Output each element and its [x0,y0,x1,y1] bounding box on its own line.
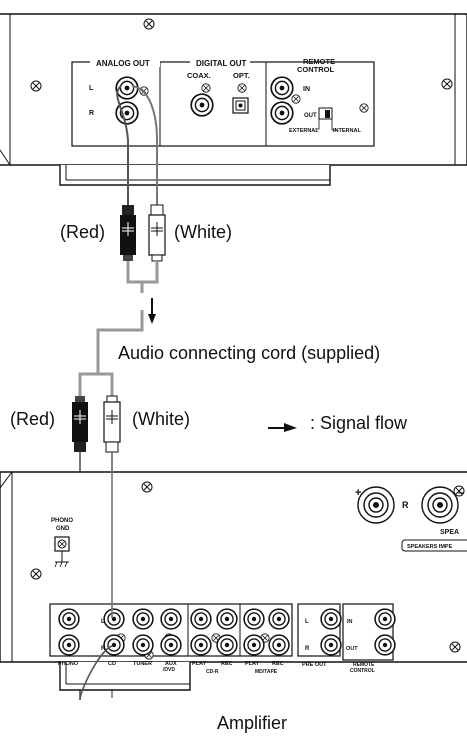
screw-icon [143,18,155,30]
tuner-l-jack [132,608,154,630]
md-rec-r-jack [268,634,290,656]
amp-r-label: R [101,646,106,652]
tuner-label: TUNER [133,661,152,667]
remote-in-label: IN [303,86,310,93]
amplifier: PHONO GND + R – SPEA SPEAKERS IMPE [0,471,467,691]
cdr-play-label: PLAY [192,661,206,667]
cdr-rec-l-jack [216,608,238,630]
player-r-label: R [89,110,94,117]
coax-jack [190,93,214,117]
aux-r-jack [160,634,182,656]
pre-out-r-label: R [305,646,310,652]
amp-l-label: L [101,619,105,625]
phono-r-jack [58,634,80,656]
amp-remote-label-1: REMOTE [353,662,375,668]
aux-label-1: AUX [165,661,177,667]
external-internal-switch [316,107,337,131]
md-rec-l-jack [268,608,290,630]
red-label-top: (Red) [60,222,106,242]
md-play-label: PLAY [245,661,259,667]
phono-label: PHONO [58,661,79,667]
coax-label: COAX. [187,71,211,80]
external-label: EXTERNAL [289,128,319,134]
md-rec-label: REC [272,661,284,667]
ground-icon [54,551,69,568]
phono-l-jack [58,608,80,630]
remote-out-jack [270,101,294,125]
remote-in-jack [270,76,294,100]
amplifier-label: Amplifier [217,713,288,733]
pre-out-l-label: L [305,619,309,625]
remote-control-label-2: CONTROL [297,65,334,74]
red-plug-top [120,205,136,261]
amp-remote-in-jack [374,608,396,630]
white-label-bottom: (White) [132,409,190,429]
amp-remote-out-label: OUT [346,646,358,652]
optical-jack [232,97,249,114]
tuner-r-jack [132,634,154,656]
md-play-r-jack [243,634,265,656]
digital-out-label: DIGITAL OUT [196,59,246,68]
speakers-impedance-box [401,539,467,552]
phono-gnd-terminal [54,536,70,552]
phono-gnd-label-1: PHONO [51,518,73,524]
signal-flow-label: : Signal flow [310,413,408,433]
amp-remote-out-jack [374,634,396,656]
signal-flow-arrow-icon [148,298,156,324]
screw-icon [237,83,247,93]
amp-remote-label-2: CONTROL [350,668,375,674]
aux-label-2: /DVD [163,667,175,673]
screw-icon [291,94,301,104]
analog-out-label: ANALOG OUT [96,59,150,68]
screw-icon [141,481,153,493]
screw-icon [201,83,211,93]
pre-out-r-jack [320,634,342,656]
phono-gnd-label-2: GND [56,526,70,532]
aux-l-jack [160,608,182,630]
internal-label: INTERNAL [333,128,361,134]
screw-icon [30,568,42,580]
screw-icon [359,103,369,113]
speaker-terminal-plus [357,486,395,524]
cd-player: ANALOG OUT L R DIGITAL OUT COAX. OPT. RE… [0,13,467,186]
screw-icon [449,641,461,653]
screw-icon [441,78,453,90]
speakers-label: SPEA [440,529,459,536]
speaker-terminal-minus [421,486,459,524]
signal-flow-legend-arrow-icon [268,423,297,432]
cd-r-label: CD-R [206,669,219,675]
amp-remote-in-label: IN [347,619,353,625]
pre-out-label: PRE OUT [302,662,327,668]
cdr-rec-label: REC [221,661,233,667]
red-label-bottom: (Red) [10,409,56,429]
player-l-label: L [89,85,94,92]
remote-control-label-1: REMOTE [303,57,335,66]
rear-panel [71,61,375,147]
white-plug-bottom [103,395,121,453]
cd-r-jack [103,634,125,656]
cd-label: CD [108,661,116,667]
md-tape-label: MD/TAPE [255,669,278,675]
cdr-play-l-jack [190,608,212,630]
opt-label: OPT. [233,71,250,80]
pre-out-l-jack [320,608,342,630]
speaker-plus-label: + [355,487,361,499]
screw-icon [30,80,42,92]
audio-connecting-cord [72,85,166,700]
cd-l-jack [103,608,125,630]
speaker-r-label: R [402,500,409,510]
red-plug-bottom [72,396,88,452]
cdr-play-r-jack [190,634,212,656]
white-label-top: (White) [174,222,232,242]
md-play-l-jack [243,608,265,630]
cord-label: Audio connecting cord (supplied) [118,343,381,363]
white-plug-top [148,204,166,262]
speakers-impedance-label: SPEAKERS IMPE [407,544,453,550]
cdr-rec-r-jack [216,634,238,656]
remote-out-label: OUT [304,113,317,119]
speaker-minus-label: – [458,487,464,499]
